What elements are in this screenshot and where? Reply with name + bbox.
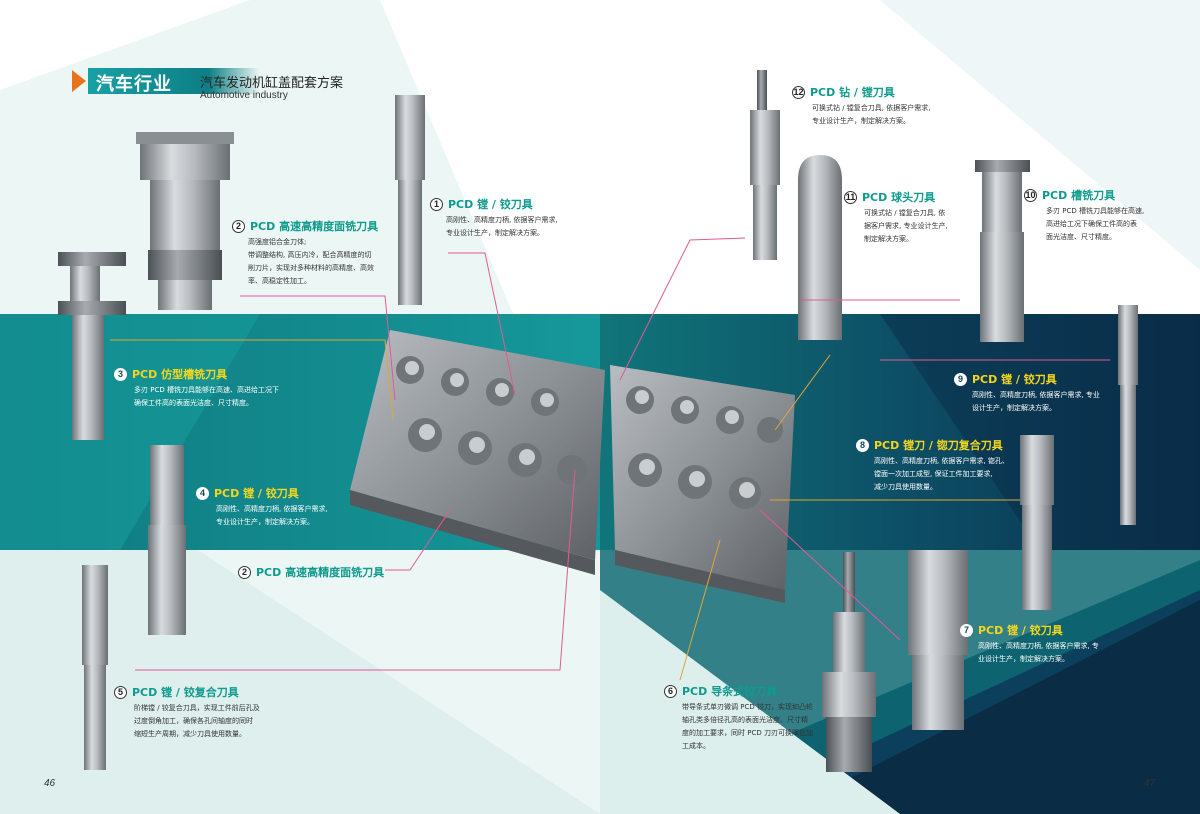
product-title: PCD 钻 / 镗刀具 xyxy=(810,86,895,99)
product-desc-line: 度的加工要求，同时 PCD 刀刃可换降低加 xyxy=(682,729,813,737)
tool-face-mill-2 xyxy=(136,132,234,310)
product-desc-line: 设计生产，制定解决方案。 xyxy=(972,404,1056,412)
product-desc-line: 削刀片，实现对多种材料的高精度、高效 xyxy=(248,264,374,272)
tool-boring-4 xyxy=(148,445,186,635)
product-desc-line: 缩短生产周期，减少刀具使用数量。 xyxy=(134,730,246,738)
tool-boring-1 xyxy=(395,95,425,305)
product-desc-line: 专业设计生产，制定解决方案。 xyxy=(216,518,314,526)
product-desc-line: 减少刀具使用数量。 xyxy=(874,483,937,491)
number-badge: 4 xyxy=(196,486,209,500)
product-desc-line: 率、高稳定性加工。 xyxy=(248,277,311,285)
tool-drill-12 xyxy=(750,70,780,260)
number-badge: 2 xyxy=(238,565,251,579)
product-block-2: 2 PCD 高速高精度面铣刀具 高强度铝合金刀体; 带调整结构, 高压内冷，配合高精… xyxy=(232,218,378,288)
number-badge: 2 xyxy=(232,219,245,233)
product-desc-line: 确保工件高的表面光洁度、尺寸精度。 xyxy=(134,399,253,407)
product-desc-line: 可换式钻 / 镗复合刀具, 依据客户需求, xyxy=(812,104,931,112)
product-title: PCD 高速高精度面铣刀具 xyxy=(250,220,379,233)
product-title: PCD 镗 / 铰刀具 xyxy=(978,624,1063,637)
number-badge: 8 xyxy=(856,438,869,452)
product-desc-line: 高强度铝合金刀体; xyxy=(248,238,307,246)
product-title: PCD 镗刀 / 锪刀复合刀具 xyxy=(874,439,1003,452)
tool-combo-8 xyxy=(1020,435,1054,610)
product-block-12: 12 PCD 钻 / 镗刀具 可换式钻 / 镗复合刀具, 依据客户需求, 专业设计生… xyxy=(792,84,930,128)
header-band: 汽车行业 xyxy=(88,68,260,95)
number-badge: 7 xyxy=(960,623,973,637)
tool-boring-7 xyxy=(908,550,968,730)
number-badge: 12 xyxy=(792,85,805,99)
product-title: PCD 镗 / 铰复合刀具 xyxy=(132,686,239,699)
product-title: PCD 槽铣刀具 xyxy=(1042,189,1116,202)
section-subtitle: 汽车发动机缸盖配套方案 xyxy=(200,76,344,91)
product-block-10: 10 PCD 槽铣刀具 多刃 PCD 槽铣刀具能够在高速, 高进给工况下确保工件高的… xyxy=(1024,187,1144,244)
product-desc-line: 轴孔类多倍径孔高的表面光洁度、尺寸精 xyxy=(682,716,808,724)
product-desc-line: 多刃 PCD 槽铣刀具能够在高速, xyxy=(1046,207,1145,215)
product-desc-line: 带调整结构, 高压内冷，配合高精度的切 xyxy=(248,251,372,259)
product-desc-line: 可换式钻 / 镗复合刀具, 依 xyxy=(864,209,946,217)
product-block-9: 9 PCD 镗 / 铰刀具 高刚性、高精度刀柄, 依据客户需求, 专业设计生产，制… xyxy=(954,371,1100,415)
product-block-4: 4 PCD 镗 / 铰刀具 高刚性、高精度刀柄, 依据客户需求, 专业设计生产，制定… xyxy=(196,485,328,529)
number-badge: 5 xyxy=(114,685,127,699)
product-desc-line: 过度倒角加工，确保各孔间轴度的同时 xyxy=(134,717,253,725)
product-desc-line: 工成本。 xyxy=(682,742,710,750)
product-label-2-engine: 2 PCD 高速高精度面铣刀具 xyxy=(238,564,384,580)
product-block-5: 5 PCD 镗 / 铰复合刀具 阶梯镗 / 铰复合刀具，实现工件前后孔及过度倒角加… xyxy=(114,684,260,741)
product-desc-line: 专业设计生产，制定解决方案。 xyxy=(446,229,544,237)
section-title: 汽车行业 xyxy=(96,74,172,95)
product-desc-line: 高刚性、高精度刀柄, 依据客户需求, 锪孔、 xyxy=(874,457,1009,465)
product-title: PCD 镗 / 铰刀具 xyxy=(214,487,299,500)
tool-boring-9 xyxy=(1118,305,1138,525)
product-title: PCD 球头刀具 xyxy=(862,191,936,204)
product-block-8: 8 PCD 镗刀 / 锪刀复合刀具 高刚性、高精度刀柄, 依据客户需求, 锪孔、镗… xyxy=(856,437,1009,494)
number-badge: 1 xyxy=(430,197,443,211)
number-badge: 10 xyxy=(1024,188,1037,202)
product-desc-line: 阶梯镗 / 铰复合刀具，实现工件前后孔及 xyxy=(134,704,260,712)
product-desc-line: 面光洁度、尺寸精度。 xyxy=(1046,233,1116,241)
product-title: PCD 镗 / 铰刀具 xyxy=(972,373,1057,386)
product-desc-line: 制定解决方案。 xyxy=(864,235,913,243)
number-badge: 6 xyxy=(664,684,677,698)
cylinder-head-left xyxy=(350,330,605,575)
product-desc-line: 专业设计生产，制定解决方案。 xyxy=(812,117,910,125)
tool-guide-reamer-6 xyxy=(822,552,876,772)
product-desc-line: 高进给工况下确保工件高的表 xyxy=(1046,220,1137,228)
product-title: PCD 仿型槽铣刀具 xyxy=(132,368,228,381)
product-desc-line: 高刚性、高精度刀柄, 依据客户需求, xyxy=(216,505,328,513)
page-number-left: 46 xyxy=(44,778,56,789)
product-desc-line: 据客户需求, 专业设计生产, xyxy=(864,222,948,230)
product-title: PCD 镗 / 铰刀具 xyxy=(448,198,533,211)
product-desc-line: 多刃 PCD 槽铣刀具能够在高速、高进给工况下 xyxy=(134,386,279,394)
product-desc-line: 镗面一次加工成型, 保证工件加工要求, xyxy=(874,470,993,478)
product-block-1: 1 PCD 镗 / 铰刀具 高刚性、高精度刀柄, 依据客户需求, 专业设计生产，制定… xyxy=(430,196,558,240)
header-arrow-icon xyxy=(72,70,86,92)
tool-slot-mill-3 xyxy=(58,252,126,440)
number-badge: 3 xyxy=(114,367,127,381)
tool-ball-nose-11 xyxy=(798,155,842,340)
page-number-right: 47 xyxy=(1144,778,1156,789)
product-block-6: 6 PCD 导条式铰刀具 带导条式单刃微调 PCD 铰刀，实现如凸轮轴孔类多倍径孔… xyxy=(664,683,813,753)
product-desc-line: 高刚性、高精度刀柄, 依据客户需求, xyxy=(446,216,558,224)
product-block-7: 7 PCD 镗 / 铰刀具 高刚性、高精度刀柄, 依据客户需求, 专业设计生产，制… xyxy=(960,622,1099,666)
product-block-3: 3 PCD 仿型槽铣刀具 多刃 PCD 槽铣刀具能够在高速、高进给工况下确保工件高… xyxy=(114,366,279,410)
product-desc-line: 高刚性、高精度刀柄, 依据客户需求, 专 xyxy=(978,642,1099,650)
product-title: PCD 导条式铰刀具 xyxy=(682,685,778,698)
product-block-11: 11 PCD 球头刀具 可换式钻 / 镗复合刀具, 依据客户需求, 专业设计生产,… xyxy=(844,189,948,246)
cylinder-head-right xyxy=(610,365,795,603)
product-desc-line: 业设计生产，制定解决方案。 xyxy=(978,655,1069,663)
number-badge: 11 xyxy=(844,190,857,204)
tool-step-reamer-5 xyxy=(82,565,108,770)
section-subtitle-en: Automotive industry xyxy=(200,90,288,101)
product-title: PCD 高速高精度面铣刀具 xyxy=(256,566,385,579)
product-desc-line: 带导条式单刃微调 PCD 铰刀，实现如凸轮 xyxy=(682,703,813,711)
product-desc-line: 高刚性、高精度刀柄, 依据客户需求, 专业 xyxy=(972,391,1100,399)
tool-slot-mill-10 xyxy=(975,160,1030,342)
number-badge: 9 xyxy=(954,372,967,386)
